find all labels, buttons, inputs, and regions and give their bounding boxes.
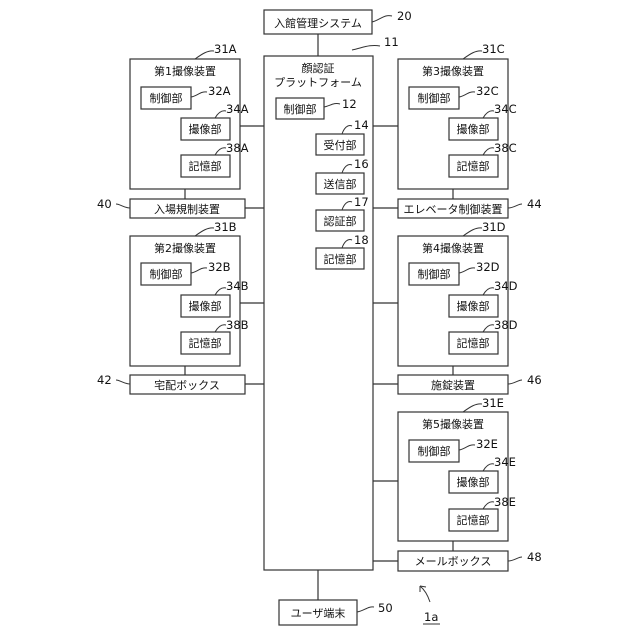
mailbox-label: メールボックス [415,555,492,568]
user-terminal: ユーザ端末 50 [279,600,393,625]
entrance-control-ref: 40 [97,197,112,211]
device-2-title: 第2撮像装置 [154,241,216,255]
figure-reference: 1a [420,586,440,624]
device-3-imaging-ref: 34C [494,102,517,116]
delivery-box-device: 宅配ボックス 42 [97,373,245,394]
device-2-imaging-label: 撮像部 [189,299,222,313]
elevator-control-ref: 44 [527,197,542,211]
device-3-control-label: 制御部 [418,91,451,105]
lock-device-label: 施錠装置 [431,378,475,392]
management-system-label: 入館管理システム [274,16,362,30]
reception-ref: 14 [354,118,369,132]
figure-reference-arrow [420,586,430,602]
entrance-control-device: 入場規制装置 40 [97,197,245,218]
device-3-storage-label: 記憶部 [457,159,490,173]
device-1-imaging-label: 撮像部 [189,122,222,136]
device-2-control-ref: 32B [208,260,231,274]
reception-label: 受付部 [324,138,357,152]
device-3-ref: 31C [482,42,505,56]
platform-box [264,56,373,570]
authentication-label: 認証部 [324,214,357,228]
figure-reference-label: 1a [424,610,438,624]
mailbox-ref: 48 [527,550,542,564]
user-terminal-label: ユーザ端末 [291,606,346,620]
transmission-label: 送信部 [324,177,357,191]
device-2-control-label: 制御部 [150,267,183,281]
device-5-imaging-label: 撮像部 [457,475,490,489]
management-system-ref: 20 [397,9,412,23]
mailbox-device: メールボックス 48 [398,550,542,571]
device-5-title: 第5撮像装置 [422,417,484,431]
device-4-imaging-ref: 34D [494,279,518,293]
user-terminal-ref: 50 [378,601,393,615]
device-1-ref: 31A [214,42,237,56]
device-3-storage-ref: 38C [494,141,517,155]
platform-control-label: 制御部 [284,102,317,116]
device-1-title: 第1撮像装置 [154,64,216,78]
imaging-device-4: 第4撮像装置 31D 制御部 32D 撮像部 34D 記憶部 38D [398,220,518,366]
device-1-storage-label: 記憶部 [189,159,222,173]
transmission-ref: 16 [354,157,369,171]
platform-storage-ref: 18 [354,233,369,247]
device-3-imaging-label: 撮像部 [457,122,490,136]
platform-storage-label: 記憶部 [324,252,357,266]
delivery-box-label: 宅配ボックス [154,378,220,392]
platform-ref: 11 [384,35,399,49]
imaging-device-1: 第1撮像装置 31A 制御部 32A 撮像部 34A 記憶部 38A [130,42,249,189]
device-1-control-ref: 32A [208,84,231,98]
lock-device: 施錠装置 46 [398,373,542,394]
device-5-ref: 31E [482,396,504,410]
device-1-imaging-ref: 34A [226,102,249,116]
device-4-control-label: 制御部 [418,267,451,281]
device-4-storage-ref: 38D [494,318,518,332]
device-2-ref: 31B [214,220,237,234]
delivery-box-ref: 42 [97,373,112,387]
device-1-storage-ref: 38A [226,141,249,155]
device-5-control-label: 制御部 [418,444,451,458]
imaging-device-5: 第5撮像装置 31E 制御部 32E 撮像部 34E 記憶部 38E [398,396,516,541]
authentication-ref: 17 [354,195,369,209]
device-1-control-label: 制御部 [150,91,183,105]
device-4-title: 第4撮像装置 [422,241,484,255]
imaging-device-2: 第2撮像装置 31B 制御部 32B 撮像部 34B 記憶部 38B [130,220,249,366]
management-system: 入館管理システム 20 [264,9,412,34]
entrance-control-label: 入場規制装置 [154,202,220,216]
imaging-device-3: 第3撮像装置 31C 制御部 32C 撮像部 34C 記憶部 38C [398,42,517,189]
device-5-storage-ref: 38E [494,495,516,509]
device-4-ref: 31D [482,220,506,234]
lock-device-ref: 46 [527,373,542,387]
device-4-storage-label: 記憶部 [457,336,490,350]
elevator-control-device: エレベータ制御装置 44 [398,197,542,218]
platform-title-line2: プラットフォーム [274,76,362,89]
elevator-control-label: エレベータ制御装置 [404,202,503,216]
device-2-storage-ref: 38B [226,318,249,332]
platform-title-line1: 顔認証 [302,61,335,75]
device-3-title: 第3撮像装置 [422,64,484,78]
device-5-imaging-ref: 34E [494,455,516,469]
device-2-storage-label: 記憶部 [189,336,222,350]
device-4-imaging-label: 撮像部 [457,299,490,313]
device-2-imaging-ref: 34B [226,279,249,293]
platform-control-ref: 12 [342,97,357,111]
device-3-control-ref: 32C [476,84,499,98]
device-5-storage-label: 記憶部 [457,513,490,527]
device-4-control-ref: 32D [476,260,500,274]
device-5-control-ref: 32E [476,437,498,451]
